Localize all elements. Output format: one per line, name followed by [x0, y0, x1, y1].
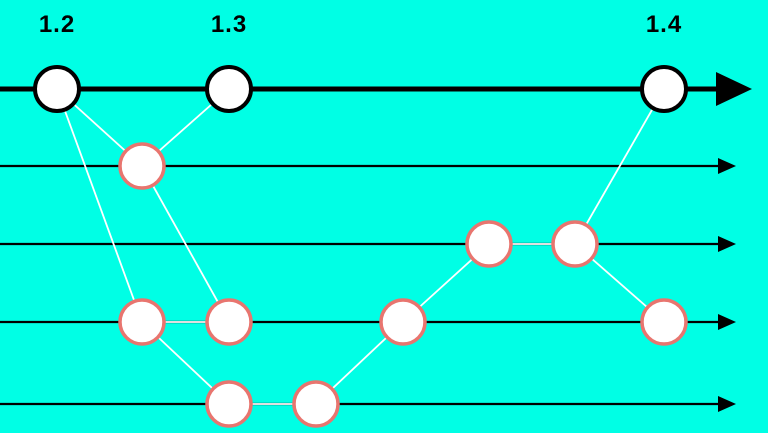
lane-arrowhead-branch-4: [718, 396, 736, 412]
commit-node-b1a: [118, 142, 166, 190]
nodes-layer: [33, 65, 688, 428]
commit-node-b2b: [551, 220, 599, 268]
commit-node-main-m2: [205, 65, 253, 113]
commit-node-b4b: [292, 380, 340, 428]
version-label-1-2: 1.2: [39, 11, 75, 38]
commit-node-b3b: [205, 298, 253, 346]
lane-arrowhead-branch-2: [718, 236, 736, 252]
commit-node-b3d: [640, 298, 688, 346]
lane-arrowhead-branch-3: [718, 314, 736, 330]
commit-node-main-m1: [33, 65, 81, 113]
connector-m1-b3a: [56, 88, 143, 323]
connector-b1a-b3b: [141, 165, 230, 323]
version-labels-layer: 1.2 1.3 1.4: [39, 11, 682, 38]
version-label-1-3: 1.3: [211, 11, 247, 38]
commit-node-main-m3: [640, 65, 688, 113]
connector-b2b-m3: [574, 88, 665, 245]
commit-node-b2a: [465, 220, 513, 268]
commit-node-b4a: [205, 380, 253, 428]
commit-node-b3a: [118, 298, 166, 346]
version-label-1-4: 1.4: [646, 11, 682, 38]
commit-node-b3c: [379, 298, 427, 346]
lane-arrowhead-branch-1: [718, 158, 736, 174]
lane-arrowhead-main: [716, 72, 752, 106]
